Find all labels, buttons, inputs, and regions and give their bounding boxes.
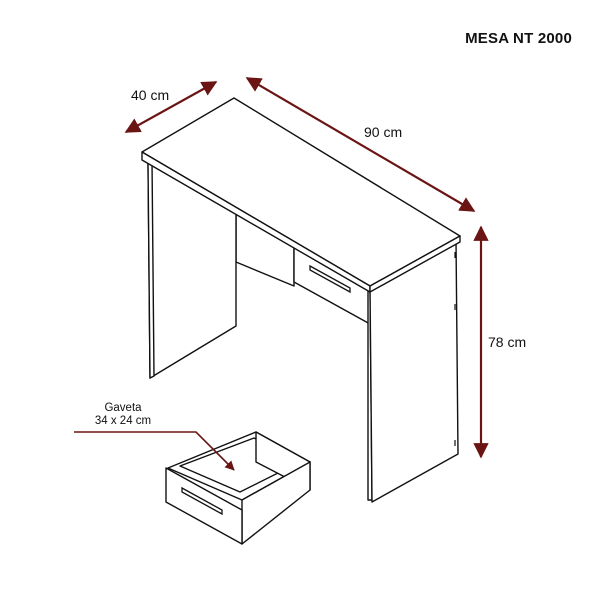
width-arrow bbox=[245, 77, 476, 212]
depth-arrow bbox=[124, 81, 218, 133]
product-title: MESA NT 2000 bbox=[465, 30, 572, 47]
tabletop-side-edge bbox=[369, 235, 461, 293]
width-label: 90 cm bbox=[364, 124, 403, 140]
drawer-leader bbox=[74, 431, 235, 471]
drawer-detail bbox=[165, 431, 311, 545]
depth-label: 40 cm bbox=[131, 87, 170, 103]
drawer-size: 34 x 24 cm bbox=[94, 415, 152, 427]
height-label: 78 cm bbox=[488, 334, 527, 350]
drawer-detail-handle bbox=[181, 486, 223, 516]
drawer-label: Gaveta 34 x 24 cm bbox=[76, 402, 170, 428]
drawer-name: Gaveta bbox=[104, 402, 142, 414]
drawer-handle bbox=[309, 264, 351, 294]
